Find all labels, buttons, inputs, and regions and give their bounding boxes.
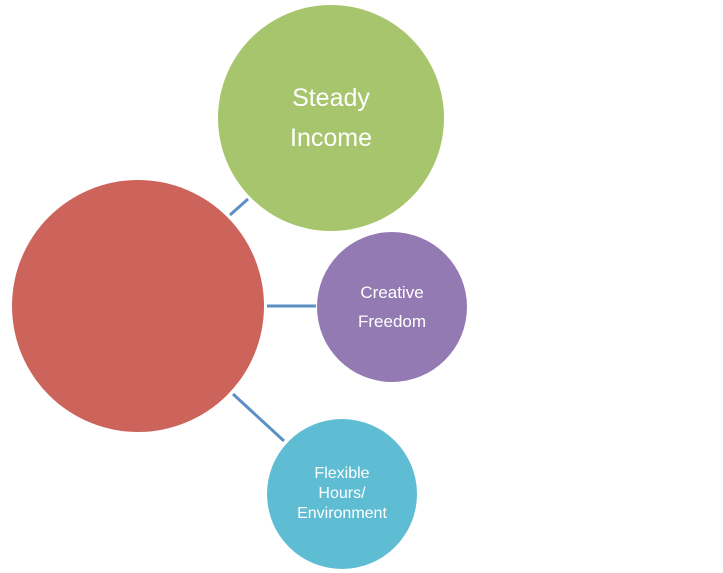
node-label-flexible-hours: Flexible Hours/ Environment <box>297 465 387 522</box>
connector-hub-flexible-hours <box>231 392 286 443</box>
node-steady-income: Steady Income <box>218 5 444 231</box>
node-creative-freedom: Creative Freedom <box>317 232 467 382</box>
hub-circle <box>12 180 264 432</box>
node-label-creative-freedom: Creative Freedom <box>357 283 427 331</box>
connector-hub-steady-income <box>229 197 249 217</box>
node-label-steady-income: Steady Income <box>290 84 372 152</box>
node-flexible-hours: Flexible Hours/ Environment <box>267 419 417 569</box>
